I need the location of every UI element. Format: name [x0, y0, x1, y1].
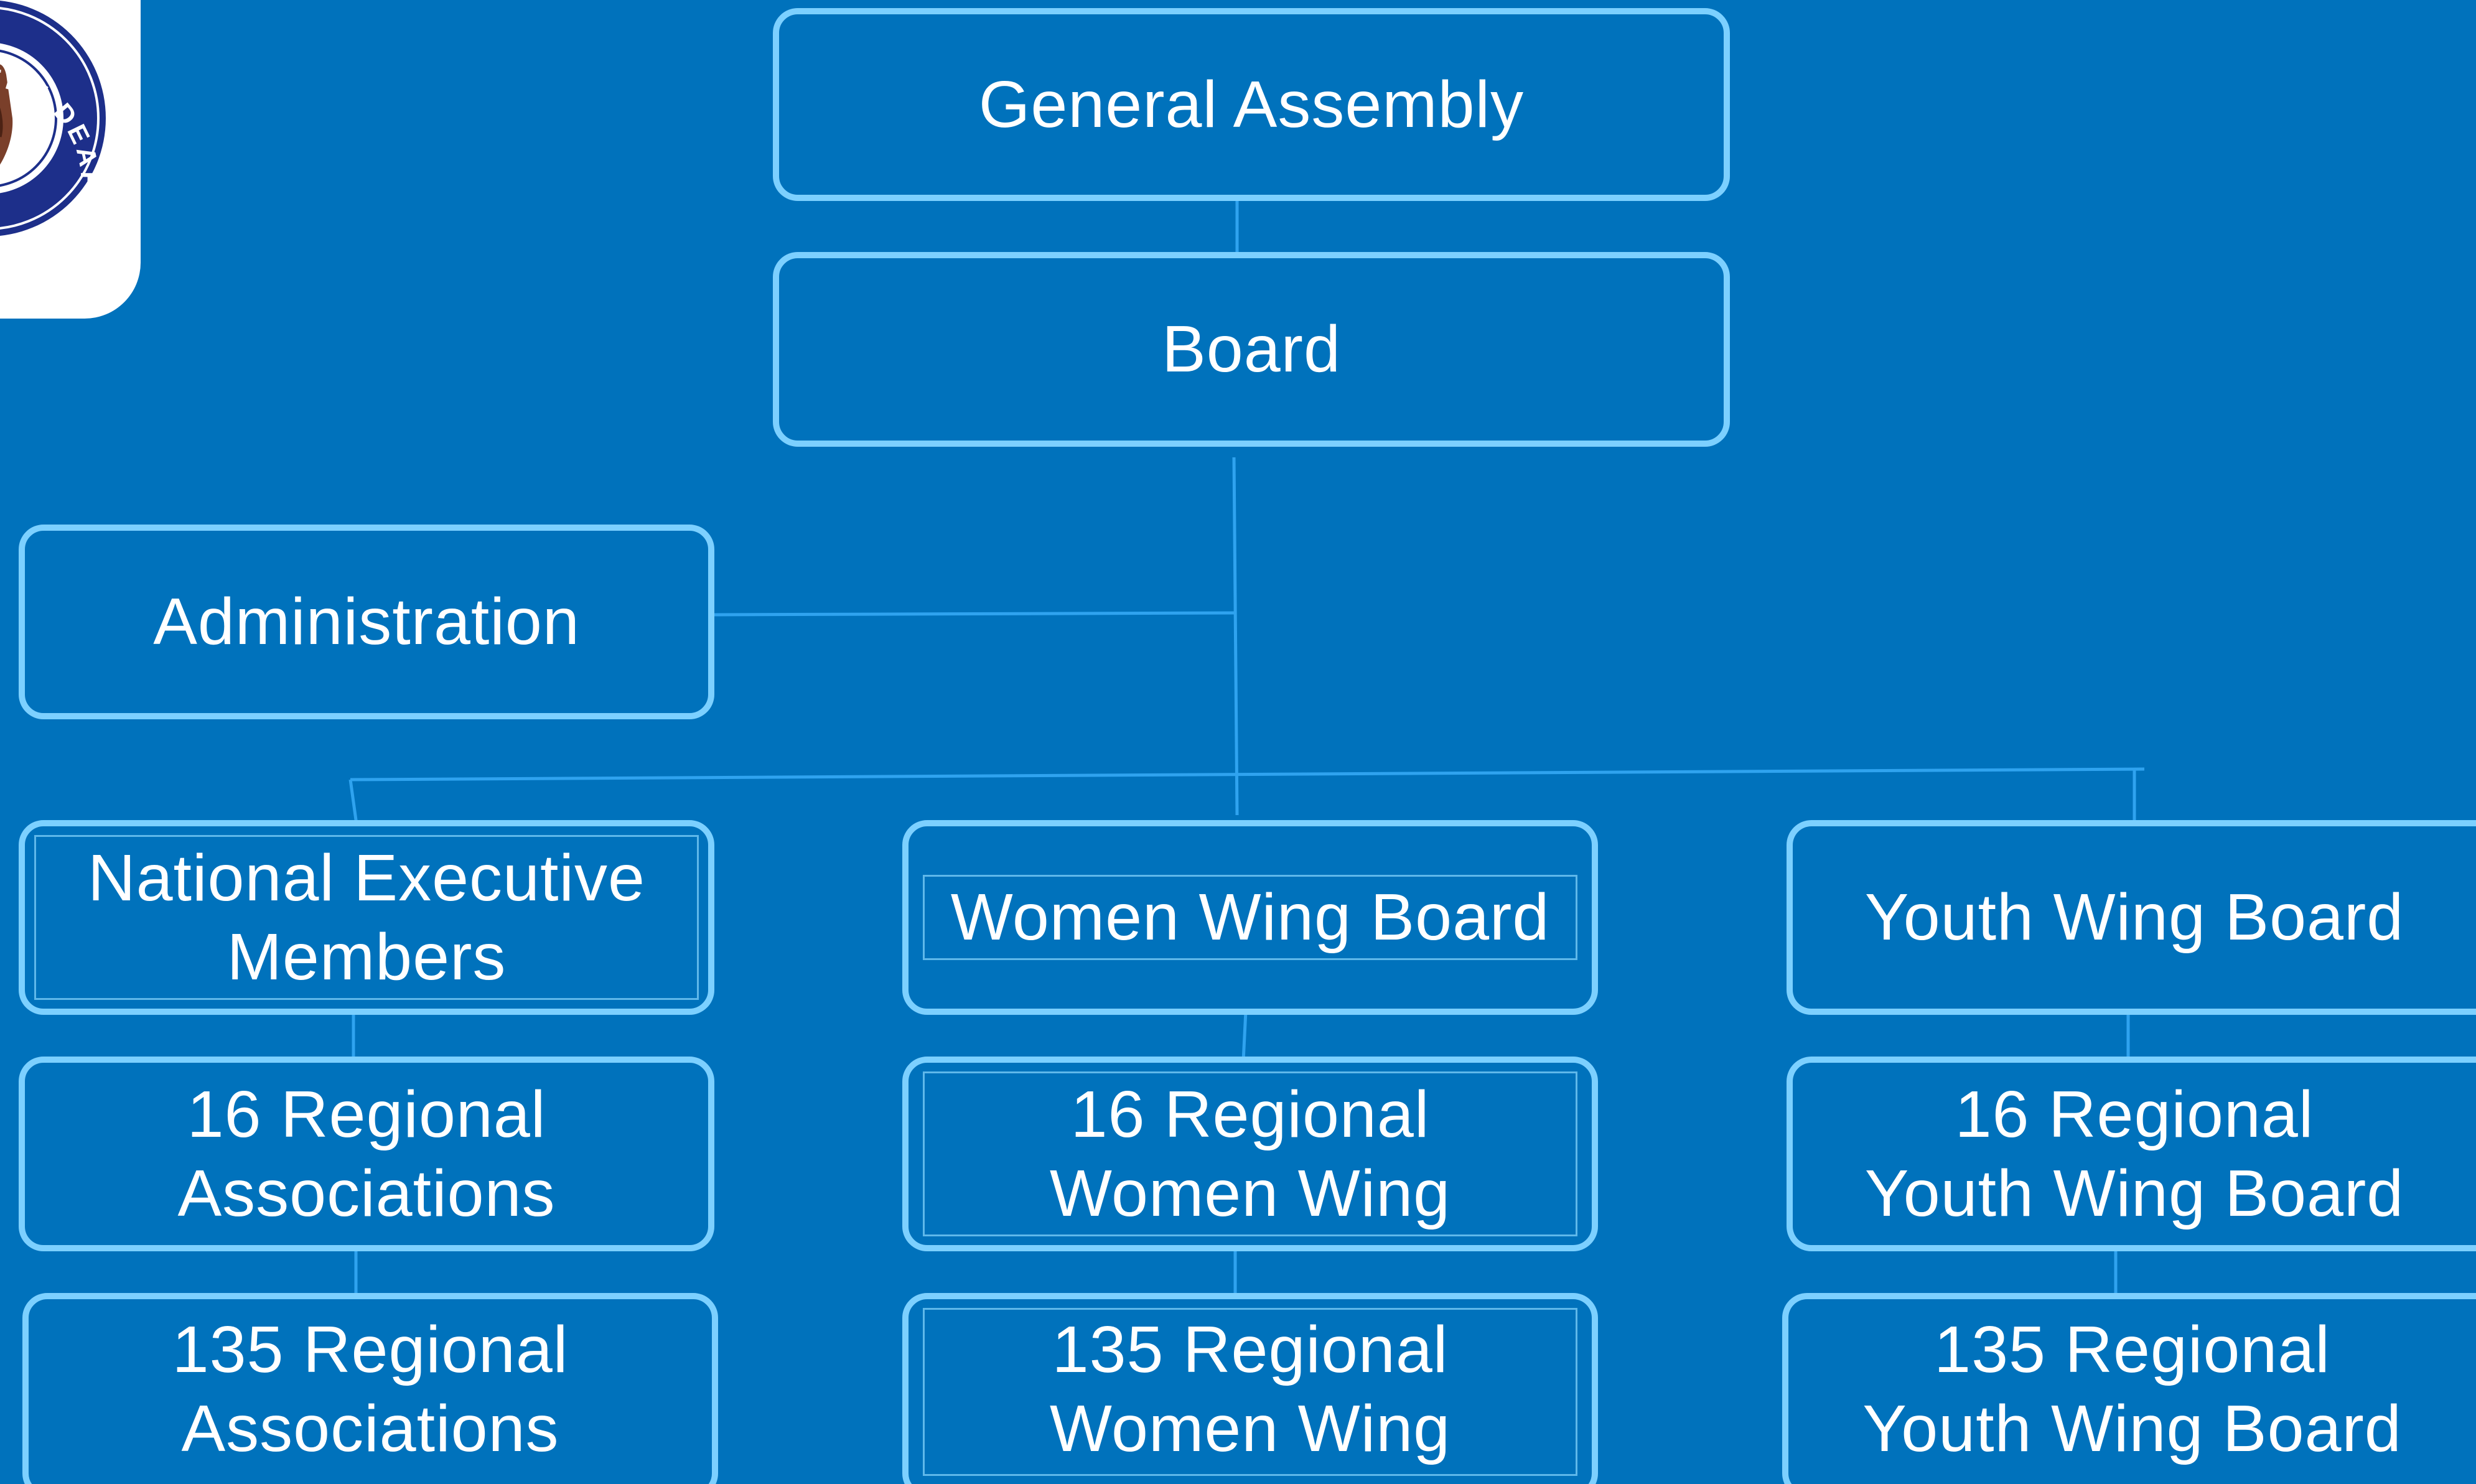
node-label: 16 Regional Youth Wing Board — [1864, 1077, 2404, 1230]
node-label: 135 Regional Associations — [172, 1313, 569, 1465]
node-youth-wing-board: Youth Wing Board — [1787, 820, 2476, 1015]
node-135-regional-associations: 135 Regional Associations — [22, 1293, 718, 1484]
node-16-regional-women-wing: 16 Regional Women Wing — [902, 1057, 1598, 1251]
node-label: 135 Regional Youth Wing Board — [1862, 1313, 2402, 1465]
node-board: Board — [773, 252, 1730, 447]
node-label: Youth Wing Board — [1864, 880, 2404, 954]
node-16-regional-youth-wing-board: 16 Regional Youth Wing Board — [1787, 1057, 2476, 1251]
node-135-regional-women-wing: 135 Regional Women Wing — [902, 1293, 1598, 1484]
node-label: 16 Regional Women Wing — [1049, 1077, 1451, 1230]
node-label: 135 Regional Women Wing — [1049, 1313, 1451, 1465]
connector-women-16 — [1241, 1010, 1248, 1062]
seal-logo: TION OF THE DEAF — [0, 0, 141, 319]
connector-horizontal-bus — [350, 767, 2145, 782]
node-135-regional-youth-wing-board: 135 Regional Youth Wing Board — [1782, 1293, 2476, 1484]
node-national-executive-members: National Executive Members — [19, 820, 714, 1015]
connector-board-trunk — [1232, 457, 1239, 816]
node-label: National Executive Members — [88, 841, 645, 994]
node-label: Board — [1162, 312, 1341, 386]
association-seal-icon: TION OF THE DEAF — [0, 1, 106, 236]
node-administration: Administration — [19, 525, 714, 719]
node-label: Administration — [153, 585, 580, 658]
connector-national-executive — [348, 779, 358, 825]
node-general-assembly: General Assembly — [773, 8, 1730, 201]
node-16-regional-associations: 16 Regional Associations — [19, 1057, 714, 1251]
node-women-wing-board: Women Wing Board — [902, 820, 1598, 1015]
node-label: General Assembly — [978, 67, 1525, 141]
node-label: Women Wing Board — [950, 880, 1550, 954]
node-label: 16 Regional Associations — [177, 1077, 556, 1230]
connector-administration — [714, 611, 1235, 617]
